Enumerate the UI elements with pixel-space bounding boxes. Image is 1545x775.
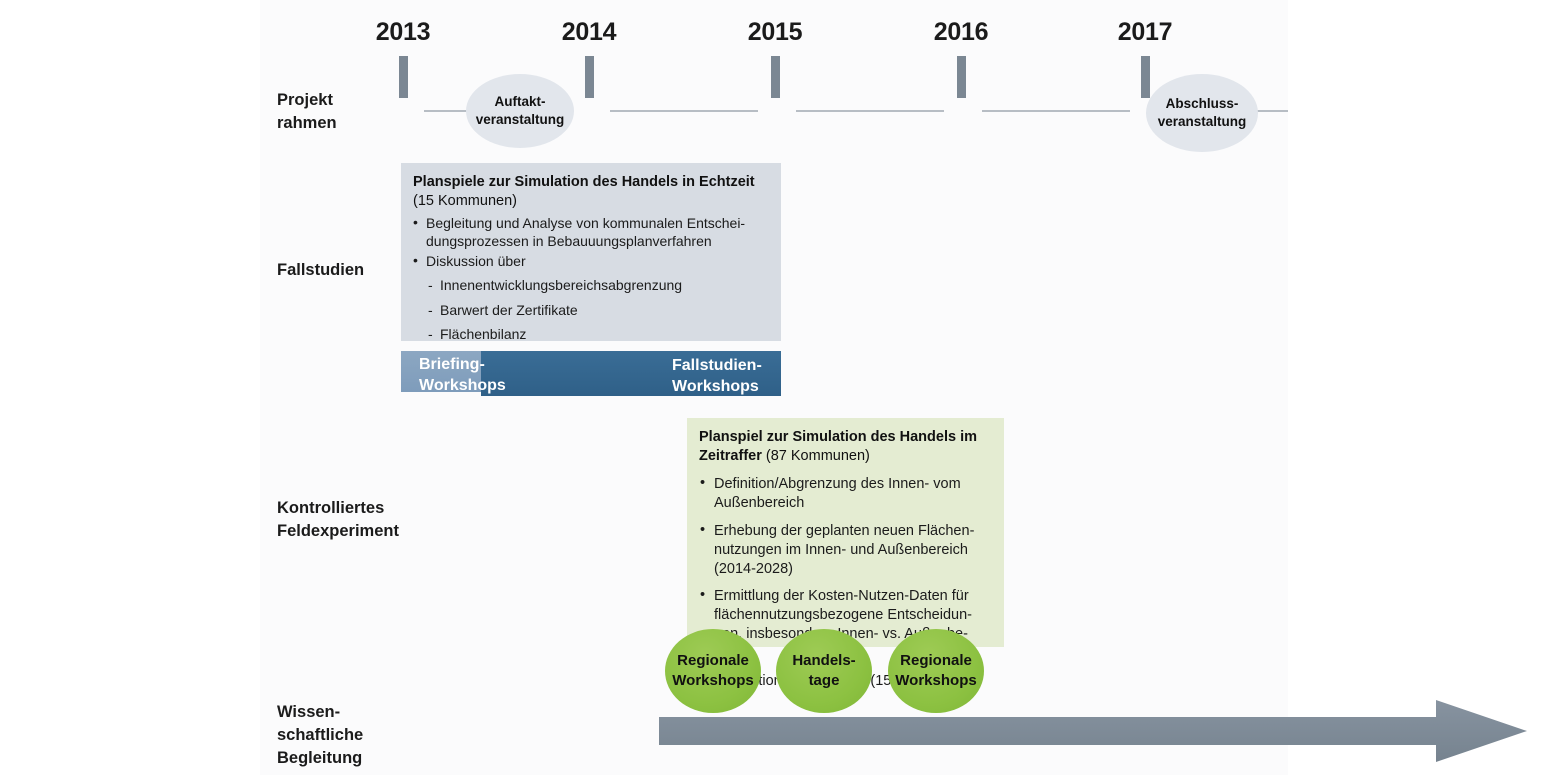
case-studies-bullet-text: Diskussion über [426,252,526,269]
field-experiment-title-norm: (87 Kommunen) [761,448,870,465]
project-frame-line-segment [610,110,758,112]
event-circle-regionale-workshops-2[interactable]: Regionale Workshops [888,629,984,713]
year-label-2013: 2013 [375,18,431,46]
case-studies-sub-item: Flächenbilanz [426,326,769,344]
event-ellipse-abschlussveranstaltung[interactable]: Abschluss- veranstaltung [1146,74,1258,152]
field-experiment-bullet: Erhebung der geplanten neuen Flächen-nut… [699,521,992,579]
year-label-2015: 2015 [747,18,803,46]
case-studies-box: Planspiele zur Simulation des Handels in… [401,163,781,368]
year-label-2017: 2017 [1117,18,1173,46]
field-experiment-bullet: Definition/Abgrenzung des Innen- vom Auß… [699,474,992,513]
case-studies-bullet: Begleitung und Analyse von kommunalen En… [413,214,769,250]
case-studies-bullet-text: Begleitung und Analyse von kommunalen En… [426,215,746,249]
workshop-bar-fallstudien-workshops[interactable] [481,351,781,396]
case-studies-title: Planspiele zur Simulation des Handels in… [413,173,769,211]
year-tick-2015 [771,56,780,98]
case-studies-sub-item: Barwert der Zertifikate [426,302,769,320]
case-studies-title-bold: Planspiele zur Simulation des Handels in… [413,174,755,190]
year-tick-2017 [1141,56,1150,98]
arrow-icon [659,700,1527,762]
year-tick-2013 [399,56,408,98]
row-label-begleitung: Wissen- schaftliche Begleitung [277,703,364,767]
scientific-support-arrow [659,700,1527,762]
project-frame-line-segment [1252,110,1288,112]
field-experiment-box: Planspiel zur Simulation des Handels im … [687,418,1004,690]
row-label-projektrahmen: Projekt rahmen [277,91,337,132]
year-tick-2014 [585,56,594,98]
year-label-2016: 2016 [933,18,989,46]
case-studies-sub-item: Innenentwicklungsbereichsabgrenzung [426,277,769,295]
case-studies-bullet-list: Begleitung und Analyse von kommunalen En… [413,214,769,368]
workshop-bar-label-briefing-workshops: Briefing- Workshops [419,356,506,395]
event-ellipse-auftaktveranstaltung[interactable]: Auftakt- veranstaltung [466,74,574,148]
project-frame-line-segment [982,110,1130,112]
event-circle-regionale-workshops-1[interactable]: Regionale Workshops [665,629,761,713]
year-label-2014: 2014 [561,18,617,46]
row-label-fallstudien: Fallstudien [277,261,365,279]
event-circle-handelstage[interactable]: Handels- tage [776,629,872,713]
row-label-feldexperiment: Kontrolliertes Feldexperiment [277,499,399,540]
field-experiment-title: Planspiel zur Simulation des Handels im … [699,428,992,466]
year-tick-2016 [957,56,966,98]
case-studies-title-sub: (15 Kommunen) [413,193,517,210]
project-frame-line-segment [796,110,944,112]
field-experiment-title-bold: Planspiel zur Simulation des Handels im … [699,429,977,465]
workshop-bar-label-fallstudien-workshops: Fallstudien- Workshops [672,357,762,396]
